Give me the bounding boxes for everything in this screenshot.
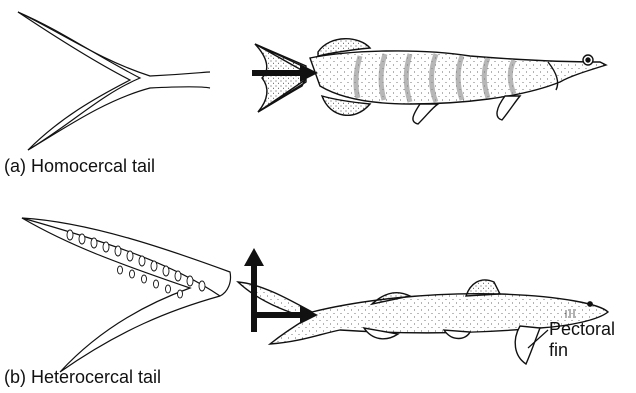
pike-fish-drawing [252,39,606,124]
homocercal-tail-drawing [18,12,210,150]
caption-heterocercal: (b) Heterocercal tail [4,367,161,388]
pectoral-label-line2: fin [549,340,568,361]
pectoral-fin-shape [515,326,540,364]
lift-arrow-head [244,248,264,266]
pectoral-label-line1: Pectoral [549,319,615,340]
heterocercal-tail-drawing [22,218,231,372]
caption-homocercal: (a) Homocercal tail [4,156,155,177]
